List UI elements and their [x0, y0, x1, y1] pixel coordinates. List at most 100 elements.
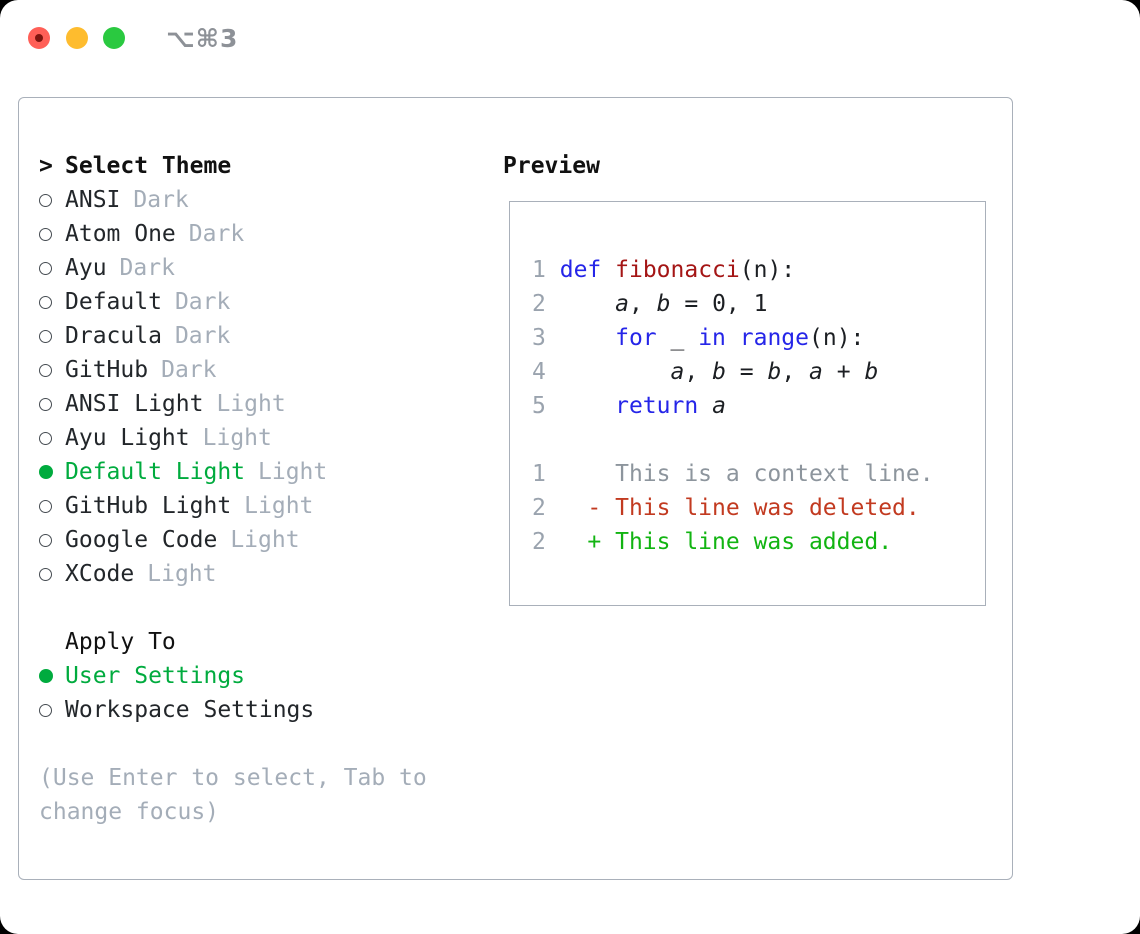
line-number: 5: [532, 393, 546, 419]
theme-variant-label: Light: [147, 561, 217, 587]
titlebar: ⌥⌘3: [0, 0, 1140, 76]
theme-variant-label: Dark: [188, 221, 245, 247]
code-token-kw: for: [615, 325, 657, 351]
minimize-button[interactable]: [66, 27, 88, 49]
theme-name: Atom One: [65, 221, 176, 247]
theme-option-atom-one[interactable]: Atom One Dark: [39, 217, 471, 251]
apply-option-label: Workspace Settings: [65, 697, 315, 723]
preview-code: 1 def fibonacci(n): 2 a, b = 0, 1 3 for …: [532, 257, 934, 555]
theme-option-github-light[interactable]: GitHub Light Light: [39, 489, 471, 523]
radio-icon: [39, 363, 52, 377]
radio-icon: [39, 329, 52, 343]
theme-option-ayu[interactable]: Ayu Dark: [39, 251, 471, 285]
theme-name: GitHub Light: [65, 493, 232, 519]
theme-option-google-code[interactable]: Google Code Light: [39, 523, 471, 557]
preview-title: Preview: [503, 153, 600, 179]
theme-name: GitHub: [65, 357, 149, 383]
theme-variant-label: Dark: [174, 323, 231, 349]
line-number: 1: [532, 257, 546, 283]
code-token-kw: in: [698, 325, 726, 351]
line-number: 3: [532, 325, 546, 351]
zoom-button[interactable]: [103, 27, 125, 49]
radio-icon: [39, 397, 52, 411]
theme-variant-label: Dark: [133, 187, 189, 213]
theme-option-ayu-light[interactable]: Ayu Light Light: [39, 421, 471, 455]
theme-name: Google Code: [65, 527, 218, 553]
apply-option-workspace-settings[interactable]: Workspace Settings: [39, 693, 471, 727]
theme-name: ANSI Light: [65, 391, 204, 417]
diff-line-added: + This line was added.: [587, 529, 893, 555]
radio-icon: [39, 533, 52, 547]
diff-line-context: This is a context line.: [587, 461, 934, 487]
code-token-var: a: [615, 291, 629, 317]
line-number: 2: [532, 529, 546, 555]
diff-line-deleted: - This line was deleted.: [587, 495, 920, 521]
preview-box: 1 def fibonacci(n): 2 a, b = 0, 1 3 for …: [509, 201, 986, 606]
theme-variant-label: Dark: [161, 357, 217, 383]
code-token-var: b: [712, 359, 726, 385]
theme-option-dracula[interactable]: Dracula Dark: [39, 319, 471, 353]
line-number: 2: [532, 291, 546, 317]
theme-option-github[interactable]: GitHub Dark: [39, 353, 471, 387]
select-theme-header: > Select Theme: [39, 149, 471, 183]
line-number: 1: [532, 461, 546, 487]
code-token-kw: range: [739, 325, 810, 351]
help-text: (Use Enter to select, Tab to change focu…: [39, 765, 427, 825]
theme-variant-label: Dark: [174, 289, 231, 315]
code-token-var: b: [767, 359, 782, 385]
apply-option-label: User Settings: [65, 663, 246, 689]
radio-icon: [39, 431, 52, 445]
line-number: 2: [532, 495, 546, 521]
code-token-fn: fibonacci: [615, 257, 740, 283]
close-dot-icon: [35, 34, 43, 42]
spacer: [39, 591, 471, 625]
theme-name: Default Light: [65, 459, 246, 485]
theme-name: XCode: [65, 561, 135, 587]
radio-selected-icon: [39, 669, 53, 683]
theme-variant-label: Light: [216, 391, 286, 417]
theme-name: Ayu Light: [65, 425, 190, 451]
code-token-var: a: [670, 359, 685, 385]
spacer: [39, 727, 471, 761]
radio-icon: [39, 261, 52, 275]
theme-variant-label: Dark: [119, 255, 175, 281]
theme-variant-label: Light: [202, 425, 272, 451]
line-number: 4: [532, 359, 546, 385]
window-shortcut-label: ⌥⌘3: [166, 24, 239, 53]
radio-icon: [39, 227, 52, 241]
theme-name: Ayu: [65, 255, 107, 281]
code-token-var: b: [864, 359, 879, 385]
theme-variant-label: Light: [230, 527, 300, 553]
radio-icon: [39, 499, 52, 513]
apply-to-title: Apply To: [65, 629, 176, 655]
theme-option-ansi[interactable]: ANSI Dark: [39, 183, 471, 217]
radio-icon: [39, 193, 52, 207]
code-token-kw: def: [559, 257, 602, 283]
theme-name: Dracula: [65, 323, 162, 349]
radio-icon: [39, 295, 52, 309]
theme-option-default[interactable]: Default Dark: [39, 285, 471, 319]
code-token-var: b: [656, 291, 671, 317]
code-token-var: a: [712, 393, 726, 419]
theme-name: Default: [65, 289, 162, 315]
apply-option-user-settings[interactable]: User Settings: [39, 659, 471, 693]
radio-selected-icon: [39, 465, 53, 479]
theme-option-ansi-light[interactable]: ANSI Light Light: [39, 387, 471, 421]
code-token-var: a: [809, 359, 823, 385]
code-token-kw: return: [615, 393, 699, 419]
prompt-indicator: >: [39, 153, 53, 179]
close-button[interactable]: [28, 27, 50, 49]
apply-to-header: Apply To: [39, 625, 471, 659]
radio-icon: [39, 703, 52, 717]
radio-icon: [39, 567, 52, 581]
theme-name: ANSI: [65, 187, 121, 213]
theme-option-xcode[interactable]: XCode Light: [39, 557, 471, 591]
select-theme-title: Select Theme: [65, 153, 232, 179]
theme-variant-label: Light: [244, 493, 314, 519]
